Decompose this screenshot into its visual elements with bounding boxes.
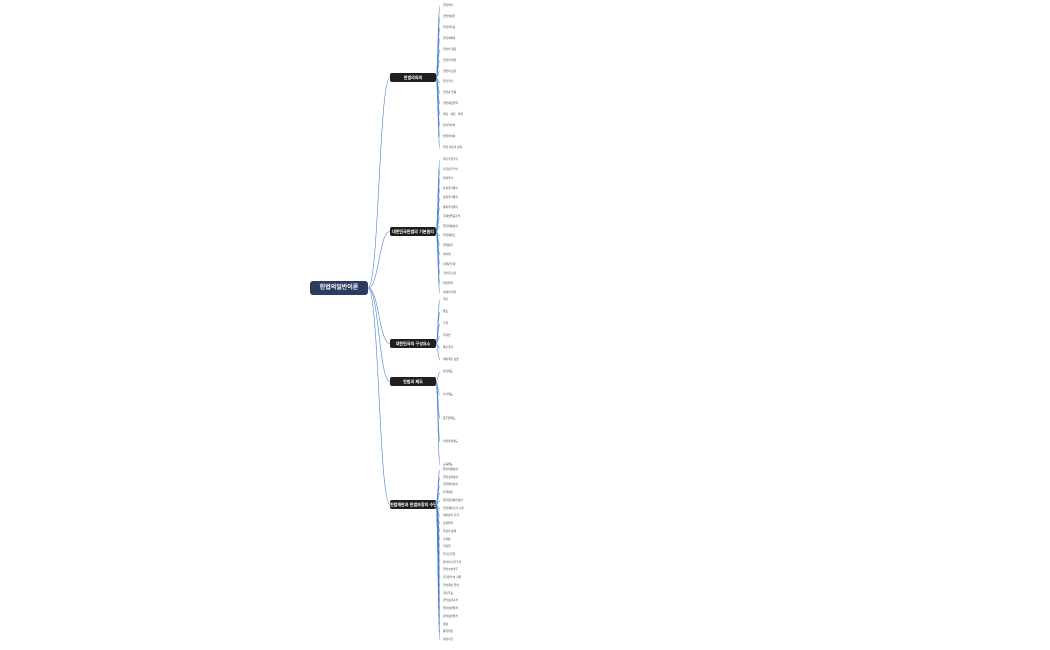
leaf-node[interactable]: 헌법제정권력 [443,101,458,106]
leaf-node[interactable]: 헌법개정 절차 [443,582,459,587]
leaf-node[interactable]: 국제법존중주의 [443,214,461,218]
leaf-node[interactable]: 국적법 [443,333,451,337]
leaf-node[interactable]: 지방자치제도 [443,438,458,443]
leaf-node[interactable]: 헌법의 변천 [443,57,457,62]
branch-to-leaf-line [435,371,441,382]
leaf-node[interactable]: 심판기간 [443,637,453,641]
leaf-node[interactable]: 문화국가원리 [443,195,458,199]
leaf-node[interactable]: 사회국가원리 [443,185,458,190]
leaf-node[interactable]: 헌법의해석 [443,35,456,40]
leaf-node[interactable]: 공무원제도 [443,415,456,420]
root-to-branch-line [367,77,391,289]
leaf-node[interactable]: 저항권 [443,544,451,549]
branch-to-leaf-line [435,504,441,641]
leaf-node[interactable]: 교육제도 [443,462,453,466]
leaf-node[interactable]: 위헌정당해산심판 [443,497,463,502]
leaf-node[interactable]: 헌법의의 [443,3,453,7]
root-to-branch-line [367,231,391,289]
branch-to-leaf-line [435,381,441,466]
branch-to-leaf-line [435,343,441,361]
leaf-node[interactable]: 국가긴급권 [443,552,456,556]
branch-to-leaf-line [435,335,441,344]
branch-node[interactable]: 대한민국의 구성요소 [390,339,436,348]
leaf-node[interactable]: 자유민주주의 [443,166,458,171]
branch-node[interactable]: 헌법의의의 [390,73,436,82]
leaf-node[interactable]: 심판절차 [443,521,453,526]
leaf-node[interactable]: 재외국민 보호 [443,357,459,361]
leaf-node[interactable]: 평화국가원리 [443,204,458,209]
leaf-node[interactable]: 가처분 [443,536,451,541]
leaf-node[interactable]: 헌법수호의무 [443,567,458,572]
leaf-node[interactable]: 위헌법률심판 [443,223,458,228]
leaf-node[interactable]: 법치주의 [443,176,453,180]
leaf-node[interactable]: 국민주권주의 [443,157,458,161]
leaf-node[interactable]: 재심 [443,621,448,626]
leaf-node[interactable]: 국민 [443,297,448,301]
leaf-node[interactable]: 헌법소원심판 [443,474,458,479]
leaf-node[interactable]: 헌법의 개정 [443,46,457,51]
leaf-node[interactable]: 복수국적 [443,345,453,349]
leaf-node[interactable]: 재판관의 자격 [443,513,459,518]
leaf-node[interactable]: 권력분립 [443,242,453,247]
leaf-node[interactable]: 비례의 원칙 [443,290,457,294]
root-to-branch-line [367,287,391,505]
leaf-node[interactable]: 제정 · 개정 · 변천 [443,112,463,117]
leaf-node[interactable]: 헌법 전문의 성격 [443,145,463,149]
root-to-branch-line [367,287,391,382]
leaf-node[interactable]: 헌법의분류 [443,13,456,18]
leaf-node[interactable]: 방어적 민주주의 [443,559,462,564]
leaf-node[interactable]: 탄핵심판 [443,490,453,495]
leaf-node[interactable]: 입헌주의 [443,79,453,84]
leaf-node[interactable]: 특별심판절차 [443,613,458,618]
root-to-branch-line [367,287,391,344]
leaf-node[interactable]: 권한쟁의심판 [443,482,458,487]
branch-node[interactable]: 헌법과 제도 [390,377,436,386]
leaf-node[interactable]: 선거제도 [443,392,453,397]
leaf-node[interactable]: 헌법보장기관 [443,598,458,603]
leaf-node[interactable]: 기본권 보장 [443,271,457,275]
leaf-node[interactable]: 형식적의미 [443,123,456,128]
branch-to-leaf-line [435,77,441,149]
leaf-node[interactable]: 위헌법률심판 [443,467,458,471]
leaf-node[interactable]: 헌법과 법률 [443,90,457,95]
leaf-node[interactable]: 적법절차 [443,280,453,285]
branch-node[interactable]: 대한민국헌법의 기본원리 [390,227,436,236]
leaf-node[interactable]: 결정의 효력 [443,528,457,533]
leaf-node[interactable]: 국가원수의 지위 [443,575,462,580]
branch-to-leaf-line [435,477,441,505]
leaf-node[interactable]: 국민투표 [443,590,453,595]
leaf-node[interactable]: 대의제 [443,252,451,256]
leaf-node[interactable]: 헌법의 보장 [443,68,457,73]
leaf-node[interactable]: 정당제도 [443,369,453,373]
leaf-node[interactable]: 주권 [443,321,448,325]
branch-to-leaf-line [435,231,441,294]
leaf-node[interactable]: 영토 [443,309,448,313]
leaf-node[interactable]: 실질적의미 [443,134,456,139]
branch-node[interactable]: 헌법재판과 헌법보장의 수단 [390,500,436,509]
leaf-node[interactable]: 종국결정 [443,629,453,634]
leaf-node[interactable]: 직접민주제 [443,261,456,266]
leaf-node[interactable]: 헌법재판소의 구성 [443,505,464,510]
root-node[interactable]: 헌법의일반이론 [310,281,368,295]
leaf-node[interactable]: 헌법재판소 [443,233,456,237]
leaf-node[interactable]: 일반심판절차 [443,606,458,611]
leaf-node[interactable]: 헌법의특징 [443,24,456,29]
branch-to-leaf-line [435,299,441,344]
